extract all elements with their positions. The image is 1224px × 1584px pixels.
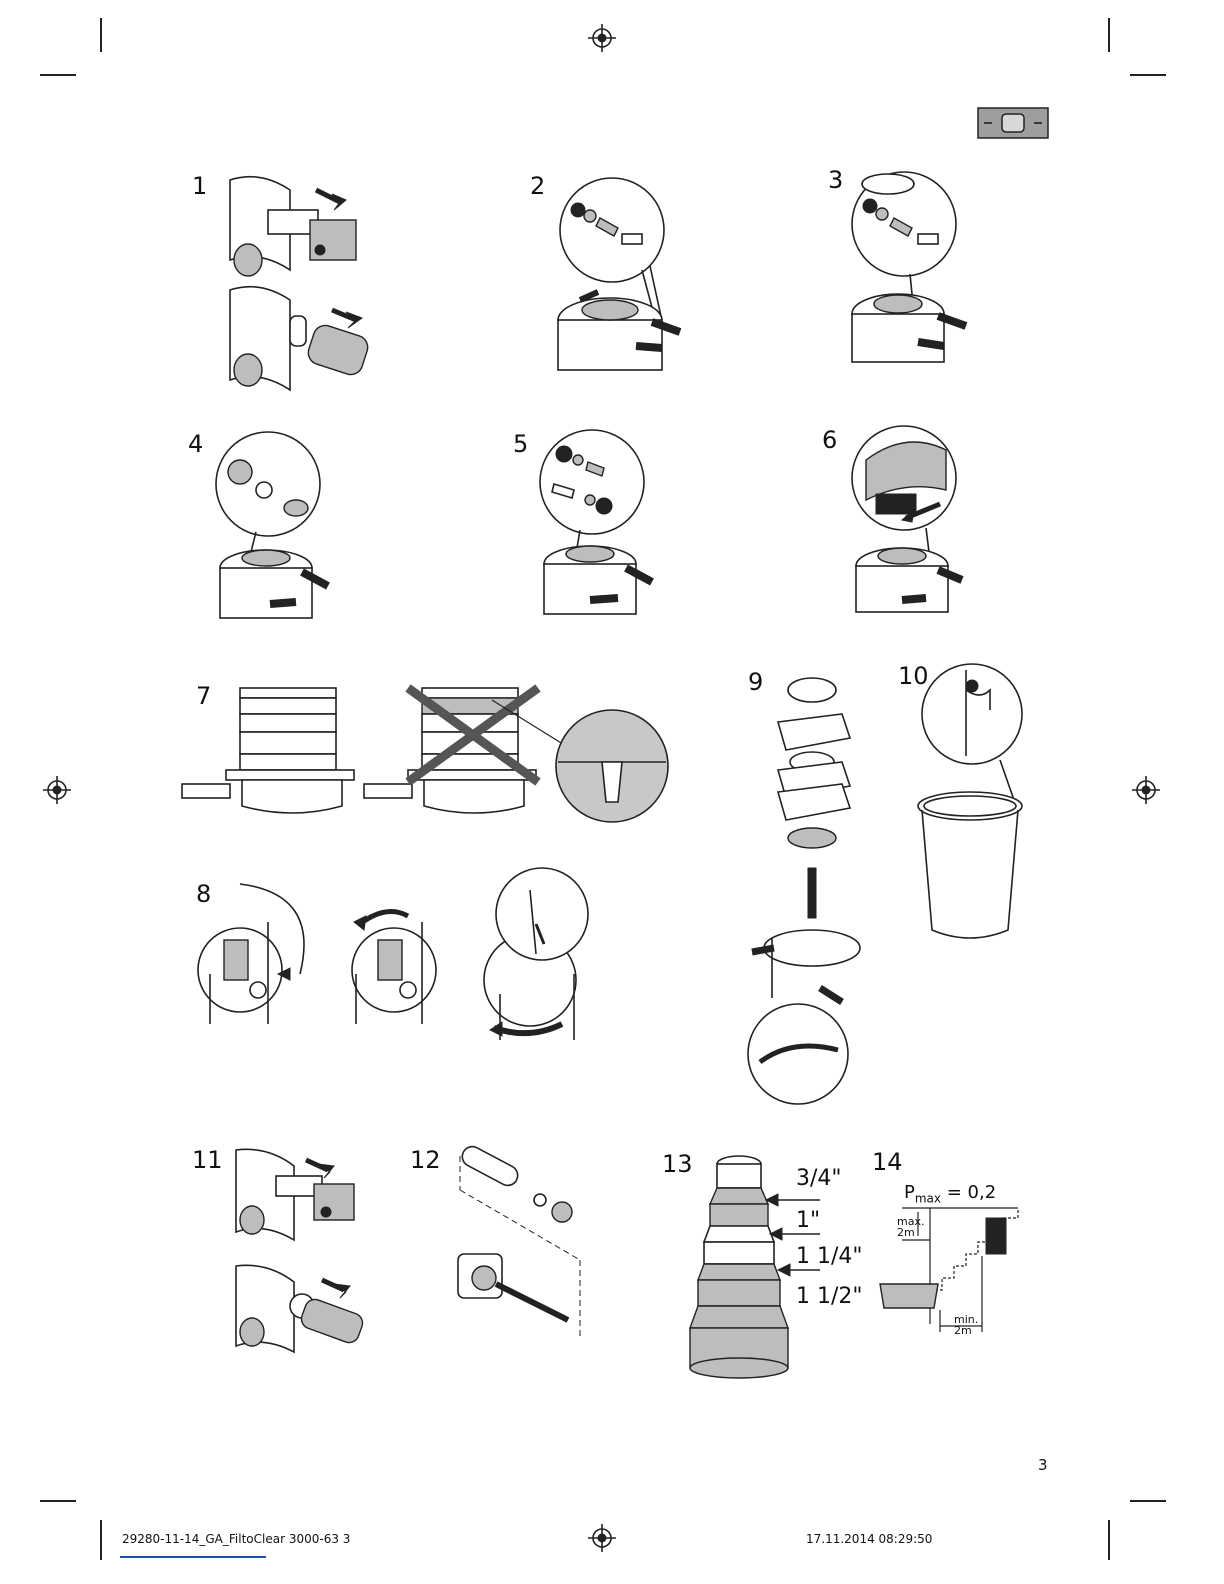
page-number: 3 — [1038, 1456, 1048, 1474]
illustration-step-7 — [182, 686, 672, 836]
filter-housing-illustration — [230, 177, 356, 276]
illustration-step-10 — [910, 660, 1040, 950]
filter-housing-illustration — [236, 1149, 354, 1240]
arrow-icon — [490, 1022, 502, 1036]
illustration-step-2 — [540, 170, 690, 400]
arrow-icon — [354, 916, 366, 930]
uvc-unit-illustration — [458, 1254, 568, 1320]
filter-stack-incorrect — [364, 688, 538, 813]
filter-stack-correct — [182, 688, 354, 813]
step-number-3: 3 — [828, 168, 843, 192]
registration-target-icon — [1132, 776, 1160, 804]
hose-size-label: 3/4" — [796, 1166, 842, 1191]
hose-size-label: 1 1/2" — [796, 1284, 863, 1309]
footer-file-name: 29280-11-14_GA_FiltoClear 3000-63 3 — [122, 1532, 350, 1546]
filter-housing-illustration — [220, 550, 328, 618]
filter-housing-illustration — [236, 1265, 365, 1352]
filter-housing-illustration — [852, 294, 966, 362]
registration-target-icon — [43, 776, 71, 804]
illustration-step-4 — [210, 428, 350, 628]
detail-magnifier — [540, 430, 644, 534]
filter-lid-illustration — [198, 884, 304, 1024]
step-number-14: 14 — [872, 1150, 903, 1174]
registration-target-icon — [588, 1524, 616, 1552]
illustration-step-5 — [534, 424, 674, 624]
pond-icon — [880, 1284, 938, 1308]
detail-magnifier — [496, 868, 588, 960]
filter-housing-illustration — [558, 292, 680, 370]
bucket-illustration — [918, 792, 1022, 938]
footer-timestamp: 17.11.2014 08:29:50 — [806, 1532, 932, 1546]
footer-underline — [120, 1556, 266, 1558]
step-number-1: 1 — [192, 174, 207, 198]
registration-target-icon — [588, 24, 616, 52]
step-number-6: 6 — [822, 428, 837, 452]
illustration-step-6 — [846, 420, 986, 620]
detail-magnifier — [922, 664, 1022, 764]
illustration-step-3 — [848, 164, 988, 394]
filter-housing-illustration — [544, 546, 652, 614]
step-number-11: 11 — [192, 1148, 223, 1172]
filter-icon — [986, 1218, 1006, 1254]
filter-housing-illustration — [856, 548, 962, 612]
section-tab-icon — [978, 108, 1050, 140]
step-number-5: 5 — [513, 432, 528, 456]
detail-magnifier — [748, 1004, 848, 1104]
illustration-step-12 — [440, 1150, 590, 1340]
hose-size-label: 1" — [796, 1208, 820, 1233]
arrow-icon — [766, 1194, 820, 1206]
min-distance-label: min.2m — [954, 1314, 978, 1336]
filter-housing-illustration — [230, 287, 371, 390]
step-number-12: 12 — [410, 1148, 441, 1172]
illustration-step-8 — [190, 864, 610, 1064]
max-height-label: max.2m — [897, 1216, 924, 1238]
filter-lid-illustration — [484, 868, 588, 1040]
illustration-step-9 — [742, 658, 872, 1108]
filter-lid-illustration — [352, 912, 436, 1025]
illustration-step-11 — [232, 1146, 392, 1356]
hose-size-label: 1 1/4" — [796, 1244, 863, 1269]
illustration-step-1 — [220, 170, 390, 400]
step-number-4: 4 — [188, 432, 203, 456]
